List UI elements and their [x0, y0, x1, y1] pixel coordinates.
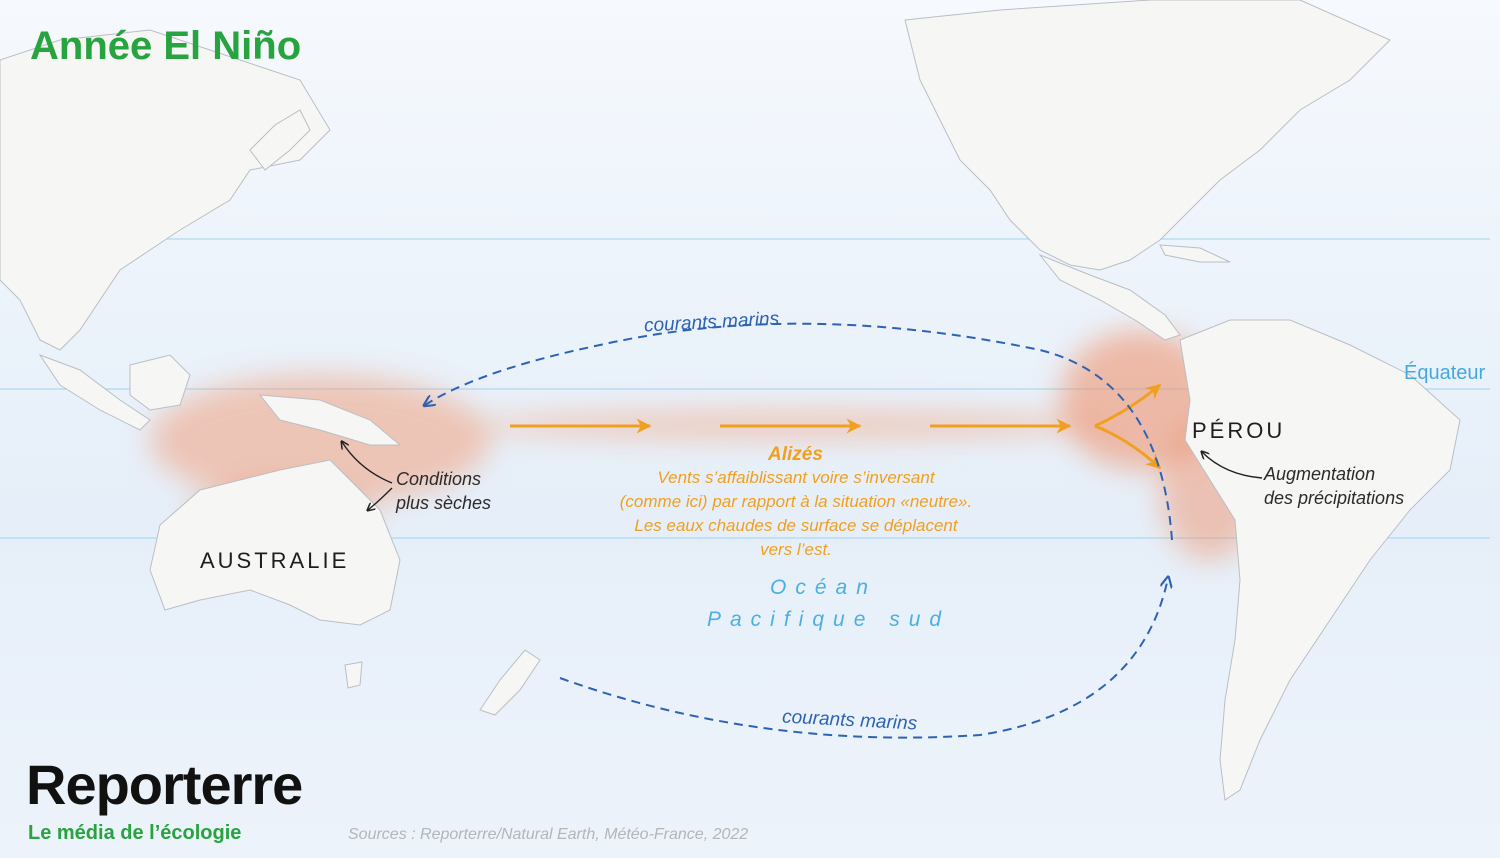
north-america-landmass	[904, 0, 1391, 271]
borneo-landmass	[129, 354, 191, 411]
alizes-title: Alizés	[768, 444, 823, 465]
rain-note-line1: Augmentation	[1264, 464, 1376, 484]
current-arrow-top	[425, 322, 1173, 541]
map-title: Année El Niño	[30, 24, 302, 68]
caribbean-islands	[1159, 244, 1231, 263]
brand-logo-text: Reporterre	[26, 753, 303, 816]
current-arrow-bottom	[559, 578, 1168, 739]
equator-label: Équateur	[1404, 362, 1486, 384]
ocean-label-line1: Océan	[770, 576, 877, 599]
asia-landmass	[0, 29, 331, 351]
rain-note-line2: des précipitations	[1264, 488, 1405, 508]
dry-leader-down	[368, 487, 393, 510]
land-masses	[0, 0, 1461, 801]
dry-note-line2: plus sèches	[396, 493, 492, 513]
rain-increase-note: Augmentation des précipitations	[1264, 462, 1404, 510]
sumatra-landmass	[38, 353, 151, 431]
alizes-line3: Les eaux chaudes de surface se déplacent	[634, 516, 958, 535]
ocean-label-line2: Pacifique sud	[707, 608, 951, 631]
japan-landmass	[249, 109, 311, 171]
central-america-landmass	[1038, 253, 1181, 341]
trade-wind-arrows	[510, 383, 1162, 470]
rain-leader	[1202, 452, 1263, 479]
ocean-current-arrows	[425, 322, 1173, 739]
brand-tagline: Le média de l’écologie	[28, 822, 242, 844]
alizes-line1: Vents s’affaiblissant voire s’inversant	[657, 468, 935, 487]
peru-label: PÉROU	[1192, 418, 1286, 443]
new-zealand-landmass	[479, 649, 541, 716]
new-guinea-landmass	[258, 394, 402, 446]
alizes-line2: (comme ici) par rapport à la situation «…	[619, 492, 973, 511]
wind-arrow-fork-down	[1094, 424, 1162, 470]
dry-note-line1: Conditions	[396, 469, 482, 489]
dry-conditions-note: Conditions plus sèches	[396, 467, 491, 515]
south-america-landmass	[1179, 319, 1461, 801]
annotation-leaders	[342, 442, 1263, 510]
alizes-line4: vers l’est.	[760, 540, 832, 559]
australia-label: AUSTRALIE	[200, 548, 350, 573]
tasmania-landmass	[344, 661, 363, 689]
australia-landmass	[149, 459, 401, 626]
dry-leader-up	[342, 442, 393, 484]
sources-credit: Sources : Reporterre/Natural Earth, Mété…	[348, 826, 749, 843]
alizes-description: Vents s’affaiblissant voire s’inversant …	[596, 466, 996, 562]
